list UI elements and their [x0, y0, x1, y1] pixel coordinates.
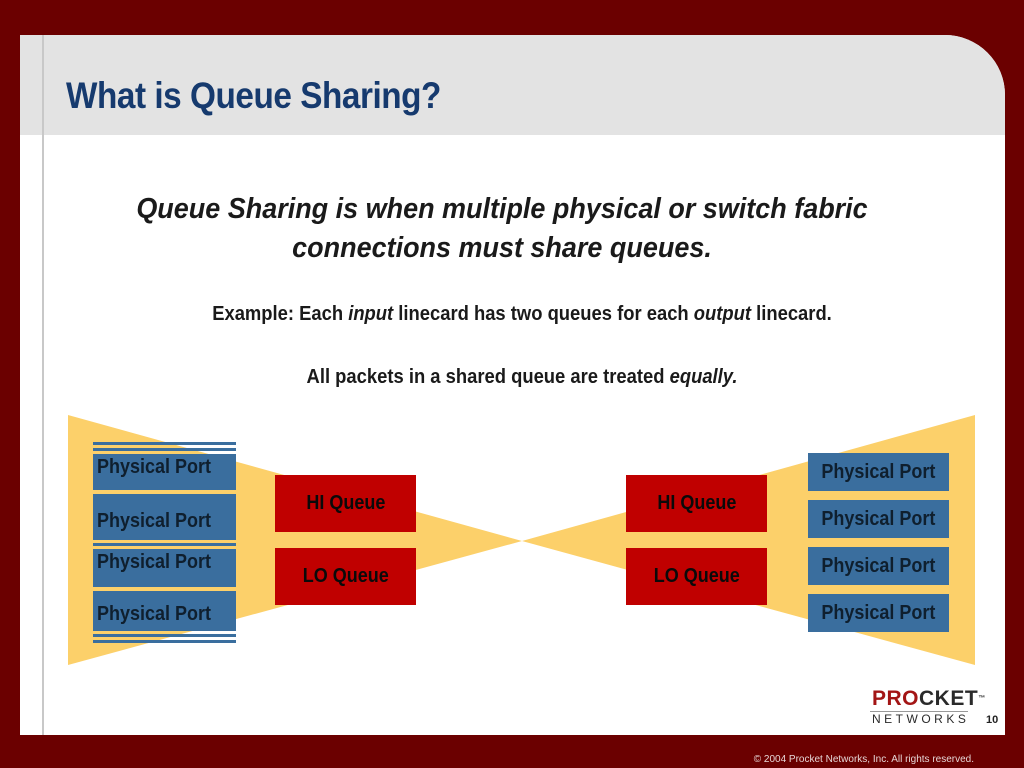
example-input-emphasis: input	[348, 303, 394, 325]
logo-cket: CKET	[919, 687, 979, 710]
lead-line-2: connections must share queues.	[292, 232, 712, 264]
page-number: 10	[986, 714, 999, 726]
right-physical-port: Physical Port	[808, 500, 949, 538]
left-port-stripe	[93, 543, 236, 546]
example-statement: Example: Each input linecard has two que…	[42, 303, 1002, 326]
right-physical-port: Physical Port	[808, 453, 949, 491]
logo-networks: NETWORKS	[872, 712, 970, 726]
logo-divider	[870, 711, 968, 712]
equality-prefix: All packets in a shared queue are treate…	[306, 366, 670, 388]
left-physical-port: Physical Port	[93, 591, 236, 631]
example-suffix: linecard.	[751, 303, 832, 325]
lead-statement: Queue Sharing is when multiple physical …	[35, 190, 969, 268]
left-port-stripe	[93, 634, 236, 637]
left-physical-port: Physical Port	[93, 494, 236, 540]
left-port-stripe	[93, 640, 236, 643]
right-physical-port: Physical Port	[808, 594, 949, 632]
left-hi-queue: HI Queue	[275, 475, 416, 532]
logo-trademark: ™	[978, 695, 986, 702]
right-physical-port: Physical Port	[808, 547, 949, 585]
left-physical-port: Physical Port	[93, 549, 236, 587]
left-port-stripe	[93, 442, 236, 445]
example-output-emphasis: output	[693, 303, 752, 325]
right-hi-queue: HI Queue	[626, 475, 767, 532]
example-middle: linecard has two queues for each	[393, 303, 694, 325]
example-prefix: Example: Each	[212, 303, 349, 325]
right-lo-queue: LO Queue	[626, 548, 767, 605]
equality-statement: All packets in a shared queue are treate…	[42, 366, 1002, 389]
left-physical-port: Physical Port	[93, 454, 236, 490]
logo-pro: PRO	[872, 687, 920, 710]
margin-line	[42, 35, 44, 735]
left-lo-queue: LO Queue	[275, 548, 416, 605]
lead-line-1: Queue Sharing is when multiple physical …	[136, 193, 868, 225]
procket-networks-logo: PROCKET™ NETWORKS	[872, 687, 986, 727]
equality-emphasis: equally.	[669, 366, 738, 388]
title-band	[20, 35, 1005, 135]
left-port-stripe	[93, 448, 236, 451]
copyright-notice: © 2004 Procket Networks, Inc. All rights…	[753, 754, 974, 765]
slide-title: What is Queue Sharing?	[66, 75, 441, 116]
